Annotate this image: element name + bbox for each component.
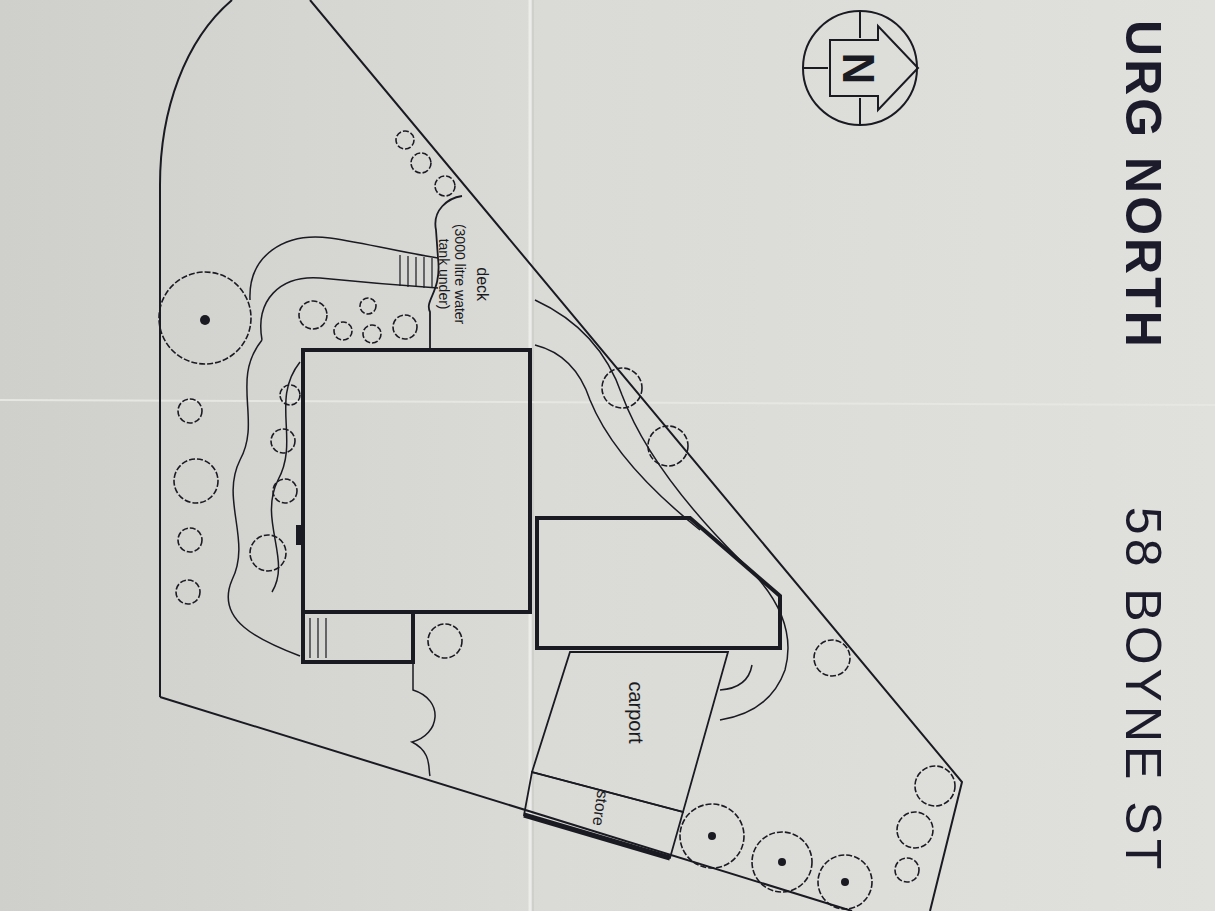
- carport-label: carport: [624, 681, 647, 743]
- deck-label: deck: [473, 267, 491, 301]
- north-compass: N: [800, 8, 920, 128]
- street-address: 58 BOYNE ST: [1118, 507, 1168, 873]
- carport-area: carport: [560, 655, 710, 775]
- suburb-title: URG NORTH: [1118, 20, 1168, 350]
- tank-note: (3000 litre water tank under): [436, 210, 468, 338]
- north-letter: N: [833, 52, 884, 84]
- store-label: store: [588, 789, 611, 827]
- store-area: store: [530, 780, 670, 840]
- deck-area: deck (3000 litre water tank under): [420, 196, 520, 350]
